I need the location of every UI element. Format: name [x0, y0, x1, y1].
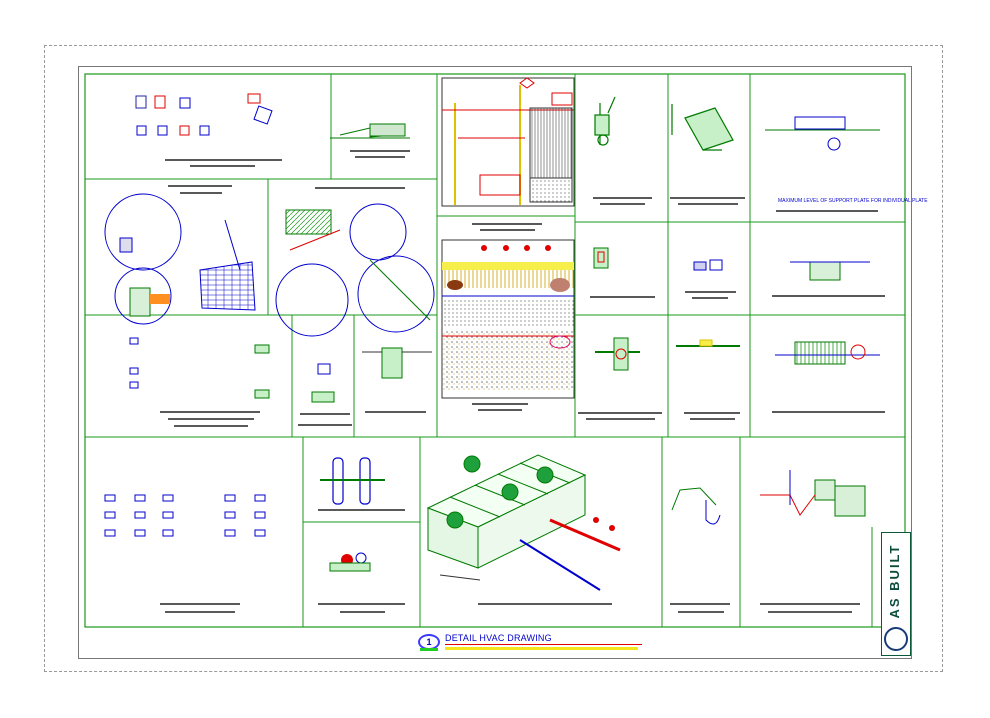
panel-wall-penetration	[104, 193, 256, 325]
panel-duct-support	[671, 104, 734, 151]
chiller-piping	[519, 517, 621, 591]
inner-frame	[84, 73, 906, 628]
drawing-title: DETAIL HVAC DRAWING	[445, 633, 552, 643]
panel-floor-sleeve	[676, 339, 740, 347]
title-underline-yellow-end	[622, 647, 638, 650]
panel-flange-pipe	[330, 123, 410, 139]
as-built-stamp: AS BUILT	[881, 532, 911, 656]
panel-pump-detail	[329, 552, 371, 572]
panel-fittings-symbols	[135, 93, 273, 136]
panel-expansion-loop	[320, 457, 385, 505]
title-underline-green	[420, 648, 438, 651]
panel-pipe-tee	[595, 337, 640, 371]
panel-damper-detail	[693, 259, 723, 271]
drawing-sheet	[78, 66, 912, 659]
panel-valve-detail	[593, 247, 609, 269]
panel-building-section	[441, 77, 575, 207]
panel-pipe-symbols	[129, 337, 270, 399]
panel-roof-curb	[362, 347, 432, 379]
panel-valve-legend	[104, 494, 266, 537]
panel-floor-drain	[311, 363, 335, 403]
title-underline-red	[445, 644, 642, 645]
panel-trap-detail	[671, 487, 721, 525]
support-plate-note: MAXIMUM LEVEL OF SUPPORT PLATE FOR INDIV…	[778, 198, 928, 204]
logo-seal-icon	[884, 627, 908, 651]
stamp-label: AS BUILT	[887, 543, 902, 619]
panel-chiller-unit	[426, 454, 587, 581]
drawing-title-block: 1 DETAIL HVAC DRAWING	[412, 632, 642, 654]
panel-pipe-hanger	[594, 96, 616, 146]
panel-fan-coil	[790, 261, 870, 281]
panel-ahu-connection	[760, 470, 866, 517]
panel-ahu-section	[775, 341, 880, 365]
title-underline-yellow	[445, 647, 623, 650]
panel-underground-pipes	[441, 239, 575, 399]
panel-support-plate	[765, 116, 880, 151]
drawing-outer-border	[44, 45, 943, 672]
panel-roof-flashing	[275, 203, 435, 337]
